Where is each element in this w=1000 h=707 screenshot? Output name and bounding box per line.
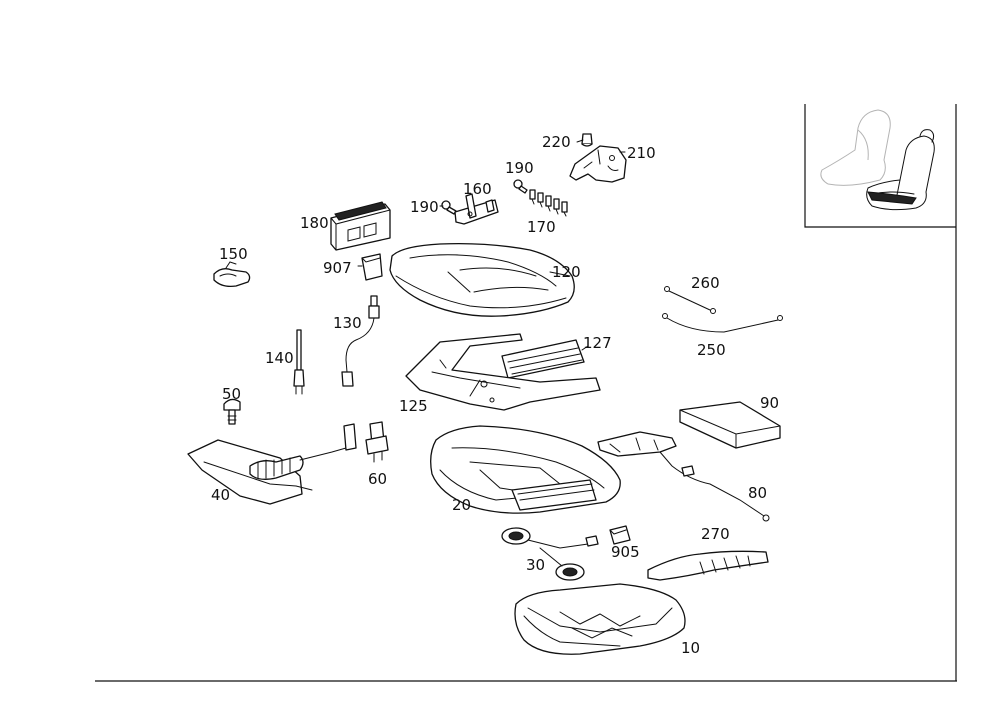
part-170-clips (529, 189, 568, 217)
label-150: 150 (219, 245, 248, 263)
label-40: 40 (211, 486, 230, 504)
part-210-bracket (569, 145, 627, 183)
part-190-screw-a (513, 179, 528, 194)
part-20-seat-foam (430, 425, 621, 514)
label-80: 80 (748, 484, 767, 502)
label-125: 125 (399, 397, 428, 415)
part-30-wire-grommets (501, 527, 599, 581)
label-270: 270 (701, 525, 730, 543)
label-140: 140 (265, 349, 294, 367)
label-20: 20 (452, 496, 471, 514)
part-270-trim (647, 550, 769, 581)
label-260: 260 (691, 274, 720, 292)
part-140-rod (293, 329, 305, 395)
seat-overview-icon (820, 109, 935, 211)
label-190-b: 190 (410, 198, 439, 216)
part-905-module (609, 525, 631, 545)
drawing-frame (95, 104, 957, 682)
part-127-heating-mat (501, 339, 585, 379)
part-907-connector (361, 253, 383, 281)
label-170: 170 (527, 218, 556, 236)
part-60-connector (365, 421, 389, 463)
label-60: 60 (368, 470, 387, 488)
label-190-a: 190 (505, 159, 534, 177)
part-90-block (679, 401, 781, 449)
part-120-cushion (389, 242, 575, 317)
label-160: 160 (463, 180, 492, 198)
label-180: 180 (300, 214, 329, 232)
part-150-clip (213, 261, 251, 288)
label-907: 907 (323, 259, 352, 277)
label-120: 120 (552, 263, 581, 281)
label-250: 250 (697, 341, 726, 359)
label-130: 130 (333, 314, 362, 332)
label-10: 10 (681, 639, 700, 657)
part-130-sensor (341, 295, 380, 387)
part-180-module (330, 201, 391, 251)
part-190-screw-b (441, 200, 457, 215)
label-905: 905 (611, 543, 640, 561)
part-50-clip (223, 398, 241, 425)
part-10-seat-base (514, 583, 686, 655)
part-40-side-cover (187, 423, 357, 505)
part-160-bracket (454, 193, 499, 225)
label-30: 30 (526, 556, 545, 574)
label-220: 220 (542, 133, 571, 151)
label-50: 50 (222, 385, 241, 403)
label-127: 127 (583, 334, 612, 352)
part-260-wire (664, 286, 716, 314)
label-210: 210 (627, 144, 656, 162)
label-90: 90 (760, 394, 779, 412)
part-250-wire (662, 313, 783, 333)
leader-lines (357, 139, 626, 351)
part-80-harness (597, 431, 770, 522)
part-125-cover-pad (405, 333, 601, 411)
part-labels: 220 210 190 160 190 170 180 907 150 120 … (211, 133, 779, 657)
